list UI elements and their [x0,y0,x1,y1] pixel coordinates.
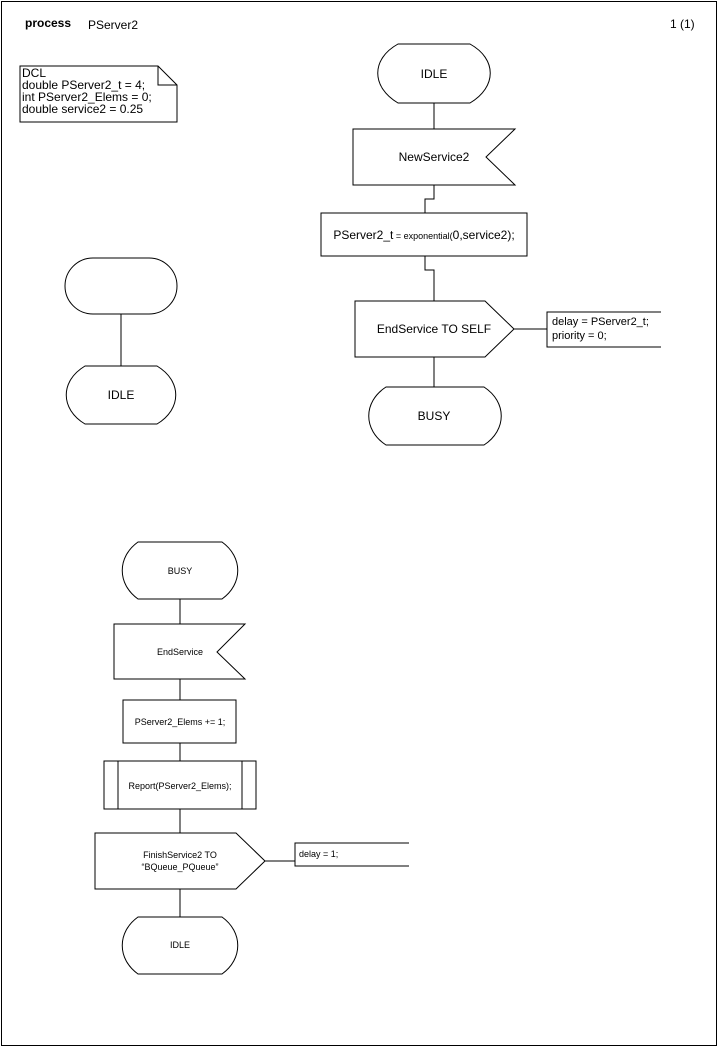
start-flow: IDLE [64,257,178,425]
idle-transition-flow: IDLE NewService2 PServer2_t = exponentia… [320,43,661,446]
declaration-line: DCL [22,66,46,80]
start-symbol[interactable] [64,257,178,315]
finishservice2-output[interactable]: FinishService2 TO “BQueue_PQueue” [94,832,266,890]
state-label: BUSY [168,566,193,576]
state-label: IDLE [170,940,190,950]
signal-label: NewService2 [399,150,470,164]
declaration-line: int PServer2_Elems = 0; [22,90,152,104]
param-line: priority = 0; [552,330,607,342]
task-label: PServer2_t = exponential(0,service2); [333,228,514,242]
declaration-line: double PServer2_t = 4; [22,78,145,92]
busy-state[interactable]: BUSY [121,541,239,600]
process-name: PServer2 [88,18,138,32]
signal-label: FinishService2 TO [143,850,217,860]
state-label: IDLE [108,388,135,402]
idle-next-state[interactable]: IDLE [121,916,239,975]
exponential-task[interactable]: PServer2_t = exponential(0,service2); [320,212,528,257]
report-procedure-call[interactable]: Report(PServer2_Elems); [103,760,257,810]
declaration-line: double service2 = 0.25 [22,102,143,116]
signal-label: EndService TO SELF [377,322,491,336]
busy-next-state[interactable]: BUSY [368,386,502,446]
signal-label: “BQueue_PQueue” [141,862,218,872]
finishservice2-params-comment[interactable]: delay = 1; [294,842,409,867]
start-next-state[interactable]: IDLE [65,365,177,425]
endservice-output[interactable]: EndService TO SELF [354,300,515,358]
declaration-box[interactable]: DCL double PServer2_t = 4; int PServer2_… [19,65,178,123]
idle-state[interactable]: IDLE [377,43,491,104]
state-label: IDLE [421,67,448,81]
state-label: BUSY [418,409,451,423]
task-label: PServer2_Elems += 1; [135,717,226,727]
endservice-params-comment[interactable]: delay = PServer2_t; priority = 0; [546,311,661,348]
increment-task[interactable]: PServer2_Elems += 1; [122,699,237,744]
process-keyword: process [25,16,71,30]
newservice2-input[interactable]: NewService2 [352,128,517,186]
procedure-label: Report(PServer2_Elems); [128,781,231,791]
endservice-input[interactable]: EndService [113,623,247,680]
busy-transition-flow: BUSY EndService PServer2_Elems += 1; Rep… [94,541,409,975]
page-number: 1 (1) [670,17,695,31]
signal-label: EndService [157,647,203,657]
flow-line [424,185,435,213]
flow-line [424,256,435,301]
param-line: delay = PServer2_t; [552,316,649,328]
param-line: delay = 1; [299,849,338,859]
